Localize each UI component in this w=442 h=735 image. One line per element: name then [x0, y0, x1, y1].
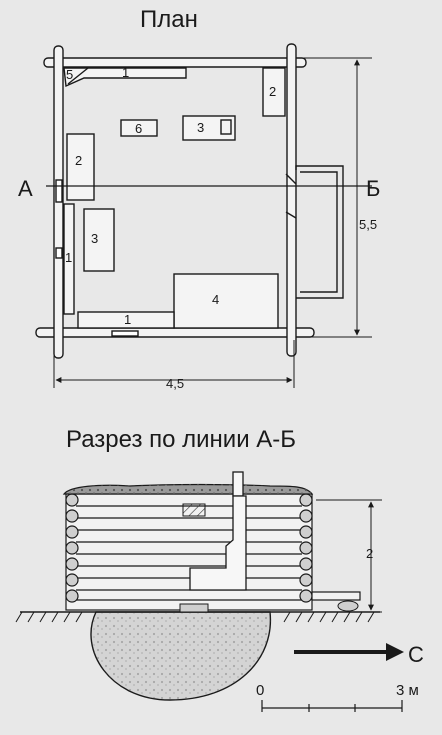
ground-hatch — [319, 611, 327, 623]
floor-plan — [35, 43, 344, 359]
ground-hatch — [367, 611, 375, 623]
step-support — [337, 600, 359, 612]
ground-hatch — [15, 611, 23, 623]
bench-left — [63, 203, 75, 315]
label-bench-top: 1 — [122, 65, 129, 80]
label-bed-left: 3 — [91, 231, 98, 246]
scale-end-label: 3 м — [396, 682, 419, 699]
label-stove: 3 — [197, 120, 204, 135]
section-mark-right: Б — [366, 176, 380, 201]
bed-large — [173, 273, 279, 329]
label-bench-bottom: 1 — [124, 312, 131, 327]
log-ends-left — [65, 493, 79, 603]
log-end — [65, 557, 79, 571]
log-end — [65, 589, 79, 603]
bunk-left — [66, 133, 95, 201]
wall-top — [43, 57, 307, 68]
log-end — [65, 573, 79, 587]
label-bunk-left: 2 — [75, 153, 82, 168]
plan-dimensions — [53, 57, 372, 388]
plan-height-label: 5,5 — [359, 217, 377, 232]
log-end — [65, 525, 79, 539]
log-end — [299, 589, 313, 603]
bed-left — [83, 208, 115, 272]
section-title: Разрез по линии А-Б — [66, 426, 297, 453]
stove-body — [189, 495, 247, 591]
shelf-right — [262, 67, 286, 117]
section-height-label: 2 — [366, 546, 373, 561]
wall-bottom — [35, 327, 315, 338]
label-bench-left: 1 — [65, 250, 72, 265]
ground-hatch — [343, 611, 351, 623]
bench-top — [63, 67, 187, 88]
left-window — [55, 247, 63, 259]
plan-width-label: 4,5 — [166, 376, 184, 391]
scale-start-label: 0 — [256, 682, 264, 699]
door-mark-lower — [285, 211, 297, 219]
log-end — [299, 573, 313, 587]
ground-hatch — [51, 611, 59, 623]
wall-right — [286, 43, 297, 357]
label-bed-large: 4 — [212, 292, 219, 307]
log-end — [299, 509, 313, 523]
ground-hatch — [307, 611, 315, 623]
north-arrow-head — [386, 643, 404, 661]
ground-hatching — [15, 611, 375, 623]
floor-hatch — [179, 603, 209, 613]
ground-hatch — [39, 611, 47, 623]
porch — [295, 165, 344, 299]
log-end — [299, 541, 313, 555]
porch-step — [311, 591, 361, 601]
ground-hatch — [331, 611, 339, 623]
corner-divider — [67, 67, 89, 85]
section-dimension — [316, 499, 382, 613]
ground-hatch — [355, 611, 363, 623]
porch-inner — [300, 171, 338, 293]
scale-bar — [261, 700, 403, 712]
chimney-top — [232, 471, 244, 497]
label-shelf-right: 2 — [269, 84, 276, 99]
ground-hatch — [295, 611, 303, 623]
ground-hatch — [75, 611, 83, 623]
log-end — [299, 493, 313, 507]
roof-earth-texture — [64, 484, 312, 494]
door-mark-upper — [285, 173, 297, 185]
ground-hatch — [63, 611, 71, 623]
section-mark-left: А — [18, 176, 33, 201]
north-label: С — [408, 642, 424, 667]
bench-bottom — [77, 311, 175, 329]
vent-block — [182, 503, 206, 517]
log-ends-right — [299, 493, 313, 603]
ground-hatch — [283, 611, 291, 623]
stove-opening — [220, 119, 232, 135]
label-table: 6 — [135, 121, 142, 136]
label-corner: 5 — [66, 67, 73, 82]
log-end — [299, 557, 313, 571]
log-end — [65, 509, 79, 523]
table — [120, 119, 158, 137]
bottom-door — [111, 330, 139, 337]
ground-hatch — [27, 611, 35, 623]
plan-title: План — [140, 6, 198, 33]
cellar-pit-texture — [91, 612, 271, 700]
log-end — [65, 493, 79, 507]
log-end — [299, 525, 313, 539]
left-door — [55, 179, 63, 203]
stove-section — [189, 471, 247, 591]
log-end — [65, 541, 79, 555]
